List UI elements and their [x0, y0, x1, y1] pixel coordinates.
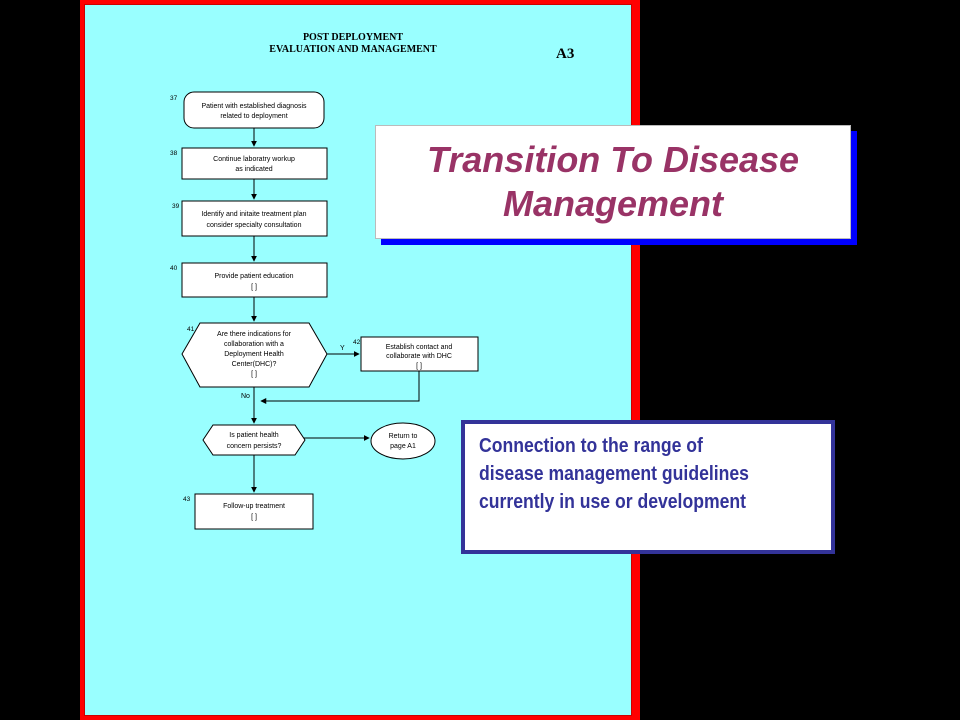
step-number: 41	[187, 326, 195, 333]
step-text: Continue laboratry workup	[213, 156, 295, 163]
step-text: collaboration with a	[224, 341, 284, 348]
flowchart-diagram: POST DEPLOYMENT EVALUATION AND MANAGEMEN…	[170, 32, 574, 530]
flow-step-37	[183, 91, 325, 129]
step-text: [ ]	[251, 514, 257, 521]
step-text: Is patient health	[229, 432, 279, 439]
edge-label-no: No	[241, 393, 250, 400]
step-number: 37	[170, 95, 178, 102]
step-number: 40	[170, 265, 178, 272]
callout-note-line: Connection to the range of	[479, 435, 703, 457]
callout-note-line: disease management guidelines	[479, 463, 749, 485]
step-number: 43	[183, 496, 191, 503]
flowchart-header-line: POST DEPLOYMENT	[303, 32, 403, 43]
step-text: concern persists?	[227, 443, 282, 450]
step-text: Provide patient education	[215, 273, 294, 280]
flow-step-40	[181, 262, 328, 298]
step-text: Center(DHC)?	[232, 361, 277, 368]
step-text: as indicated	[235, 166, 272, 173]
step-text: related to deployment	[220, 113, 287, 120]
flow-step-42	[360, 336, 479, 372]
step-text: Are there indications for	[217, 331, 292, 338]
flowchart-page: POST DEPLOYMENT EVALUATION AND MANAGEMEN…	[84, 4, 632, 716]
edge-42-merge	[260, 371, 420, 404]
step-number: 42	[353, 339, 361, 346]
slide-title-line: Management	[502, 183, 724, 224]
step-number: 39	[172, 203, 180, 210]
step-text: Patient with established diagnosis	[201, 103, 307, 110]
slide-title-line: Transition To Disease	[426, 139, 800, 180]
flow-step-43	[194, 493, 314, 530]
flowchart-header-line: EVALUATION AND MANAGEMENT	[269, 44, 437, 55]
slide-title-box: Transition To Disease Management	[375, 125, 851, 239]
flow-connector-return	[370, 422, 436, 460]
step-text: Establish contact and	[386, 344, 453, 351]
flow-step-39	[181, 200, 328, 237]
step-text: [ ]	[251, 371, 257, 378]
document-frame: POST DEPLOYMENT EVALUATION AND MANAGEMEN…	[80, 0, 640, 720]
step-text: page A1	[390, 443, 416, 450]
flow-decision-concern	[202, 424, 306, 456]
step-text: Follow-up treatment	[223, 503, 285, 510]
callout-note-line: currently in use or development	[479, 491, 747, 513]
page-code: A3	[556, 46, 574, 62]
step-text: consider specialty consultation	[207, 222, 302, 229]
step-text: [ ]	[251, 284, 257, 291]
flow-decision-41	[181, 322, 328, 388]
step-number: 38	[170, 150, 178, 157]
step-text: [ ]	[416, 363, 422, 370]
callout-note-box: Connection to the range of disease manag…	[461, 420, 835, 554]
step-text: collaborate with DHC	[386, 353, 452, 360]
edge-label-yes: Y	[340, 345, 345, 352]
step-text: Deployment Health	[224, 351, 284, 358]
step-text: Return to	[389, 433, 418, 440]
flow-step-38	[181, 147, 328, 180]
step-text: Identify and initaite treatment plan	[201, 211, 306, 218]
